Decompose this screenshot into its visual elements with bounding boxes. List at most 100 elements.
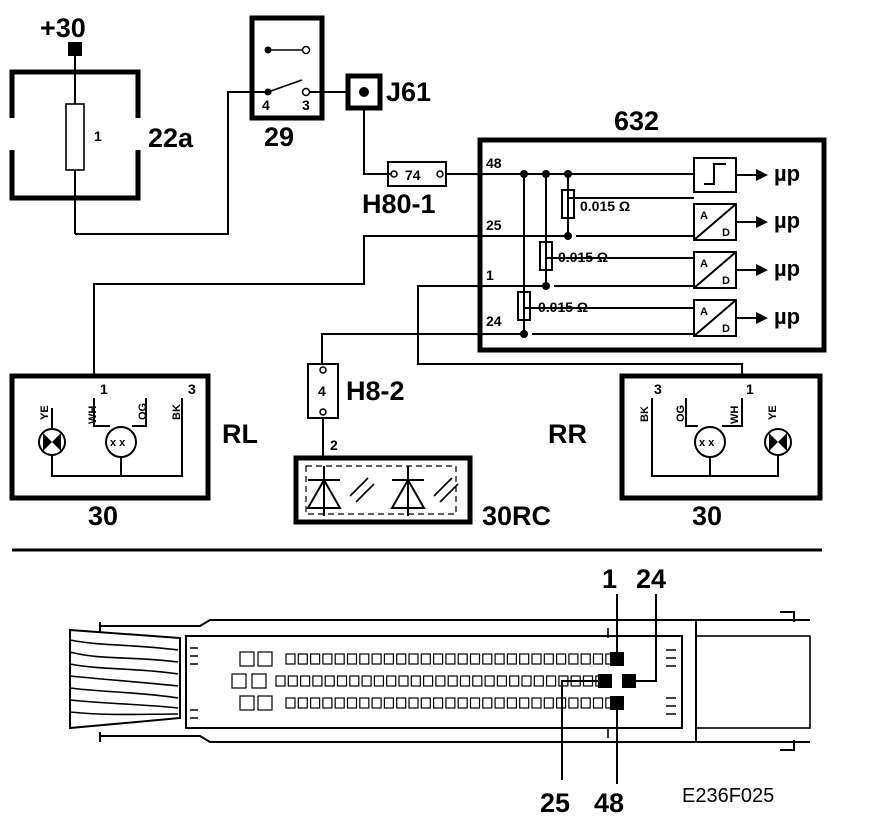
pin-cavity <box>334 697 345 709</box>
fuse-pin-label: 1 <box>94 128 102 144</box>
module-pin-24: 24 <box>486 313 502 329</box>
pin-cavity <box>251 673 267 689</box>
pin-cavity <box>300 675 311 687</box>
pin-cavity <box>420 653 431 665</box>
pin-cavity <box>457 653 468 665</box>
ad-converter-3: A D <box>693 299 737 337</box>
pin-cavity <box>496 675 507 687</box>
pin-cavity <box>334 653 345 665</box>
rl-wire-og: OG <box>137 403 149 420</box>
pin-label-24: 24 <box>636 564 666 594</box>
pin-cavity <box>396 653 407 665</box>
led-unit-id-label: 30RC <box>482 501 551 531</box>
pin-cavity <box>257 695 273 711</box>
pin-cavity <box>494 697 505 709</box>
figure-code: E236F025 <box>682 785 774 807</box>
pin-cavity <box>521 675 532 687</box>
pin-label-25: 25 <box>540 788 570 818</box>
pin-1-marker <box>610 652 624 666</box>
pin-cavity <box>398 675 409 687</box>
pin-cavity <box>361 675 372 687</box>
pin-cavity <box>310 697 321 709</box>
pin-cavity <box>543 653 554 665</box>
pin-cavity <box>396 697 407 709</box>
pin-cavity <box>545 675 557 687</box>
switch-id-label: 29 <box>264 122 294 152</box>
pin-cavity <box>408 697 419 709</box>
junction-id-label: J61 <box>386 77 431 107</box>
rl-id-label: RL <box>222 419 258 449</box>
svg-text:A: A <box>700 258 708 270</box>
pin-cavity <box>297 697 308 709</box>
h8-pin-label: 4 <box>318 383 326 399</box>
output-4-label: µp <box>774 304 800 329</box>
supply-label: +30 <box>40 13 86 43</box>
resistor-1-label: 0.015 Ω <box>580 198 630 214</box>
svg-text:x x: x x <box>699 437 715 449</box>
pin-cavity <box>371 653 382 665</box>
module-pin-25: 25 <box>486 217 502 233</box>
pin-25-marker <box>598 674 612 688</box>
pin-cavity <box>324 675 335 687</box>
module-id-label: 632 <box>614 106 659 136</box>
pin-cavity <box>346 653 358 665</box>
pin-cavity <box>322 653 333 665</box>
svg-text:D: D <box>722 323 730 335</box>
lamp-unit-rl: 1 3 YE WH OG BK x x <box>9 373 211 501</box>
rr-ground-label: 30 <box>692 501 722 531</box>
pin-label-48: 48 <box>594 788 624 818</box>
connector-h8-2: 4 2 <box>307 363 339 458</box>
rr-id-label: RR <box>548 419 587 449</box>
svg-text:A: A <box>700 306 708 318</box>
pin-cavity <box>506 697 517 709</box>
fuse-id-label: 22a <box>148 123 194 153</box>
rl-pin-1: 1 <box>100 381 108 397</box>
pin-cavity <box>506 653 517 665</box>
pin-cavity <box>373 675 384 687</box>
pin-cavity <box>447 675 458 687</box>
rr-wire-og: OG <box>675 405 687 422</box>
pin-cavity <box>445 697 456 709</box>
pin-24-marker <box>622 674 636 688</box>
pin-cavity <box>459 675 471 687</box>
pin-cavity <box>349 675 360 687</box>
pin-cavity <box>580 653 591 665</box>
pin-cavity <box>346 697 358 709</box>
fuse-box-22a: 1 <box>6 69 144 234</box>
led-unit-30rc <box>293 455 473 525</box>
pin-cavity <box>482 697 493 709</box>
pin-cavity <box>310 653 321 665</box>
pin-cavity <box>484 675 495 687</box>
pin-cavity <box>433 697 444 709</box>
cable-bundle <box>69 628 181 730</box>
switch-pin-4: 4 <box>262 97 270 113</box>
pin-cavity <box>239 651 255 667</box>
rl-pin-3: 3 <box>188 381 196 397</box>
pin-cavity <box>359 697 370 709</box>
module-pin-48: 48 <box>486 155 502 171</box>
rr-pin-1: 1 <box>746 381 754 397</box>
rl-ground-label: 30 <box>88 501 118 531</box>
pin-cavity <box>543 697 554 709</box>
pin-cavity <box>519 653 530 665</box>
pin-cavity <box>469 653 481 665</box>
output-3-label: µp <box>774 256 800 281</box>
svg-text:A: A <box>700 210 708 222</box>
pin-cavity <box>371 697 382 709</box>
pin-cavity <box>568 653 579 665</box>
pin-cavity <box>592 653 604 665</box>
switch-29: 4 3 <box>249 15 325 121</box>
pin-cavity <box>568 697 579 709</box>
output-2-label: µp <box>774 208 800 233</box>
ad-converter-1: A D <box>693 203 737 241</box>
pin-cavity <box>555 653 567 665</box>
connector-housing <box>69 611 811 751</box>
pin-cavity <box>275 675 286 687</box>
ad-converter-2: A D <box>693 251 737 289</box>
pin-cavity <box>531 653 542 665</box>
h80-pin-label: 74 <box>405 167 421 183</box>
output-1-label: µp <box>774 161 800 186</box>
junction-j61 <box>345 73 383 111</box>
pin-cavity <box>239 695 255 711</box>
pin-cavity <box>312 675 323 687</box>
